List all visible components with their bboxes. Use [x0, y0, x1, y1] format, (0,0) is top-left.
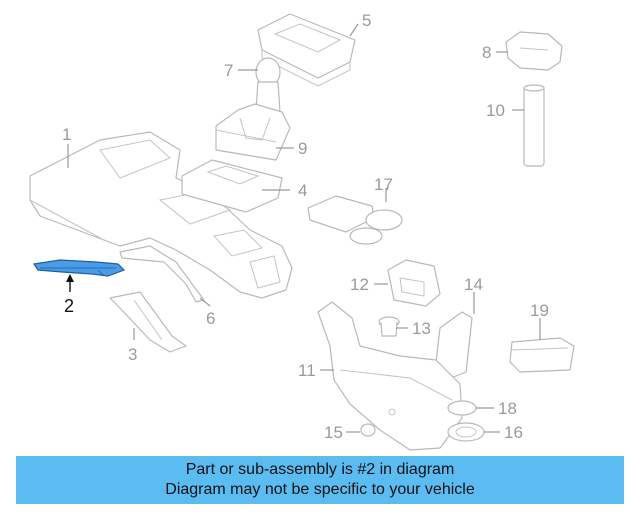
part-15-plug[interactable]: [360, 423, 376, 437]
callout-15: 15: [324, 423, 343, 442]
callout-2: 2: [64, 296, 74, 316]
callout-19: 19: [530, 301, 549, 320]
part-5-shift-plate[interactable]: [257, 13, 356, 87]
callout-7: 7: [224, 61, 233, 80]
part-18-clip[interactable]: [447, 400, 477, 416]
callout-18: 18: [498, 399, 517, 418]
part-11-rear-console[interactable]: [317, 301, 463, 451]
part-1-console[interactable]: [29, 131, 293, 299]
callout-9: 9: [298, 139, 307, 158]
part-3-bracket[interactable]: [109, 291, 187, 353]
part-2-highlighted-trim[interactable]: [32, 259, 126, 277]
callout-13: 13: [412, 319, 431, 338]
part-9-shift-boot[interactable]: [215, 103, 291, 161]
banner-line-2: Diagram may not be specific to your vehi…: [165, 481, 475, 498]
part-10-rod[interactable]: [523, 84, 545, 167]
banner-line-1: Part or sub-assembly is #2 in diagram: [185, 461, 455, 478]
part-6-trim-strip[interactable]: [119, 245, 205, 303]
callout-16: 16: [504, 423, 523, 442]
part-13-grommet[interactable]: [378, 316, 400, 337]
part-12-bracket[interactable]: [387, 259, 441, 307]
callout-numbers: 1 2 3 4 5 6 7 8 9 10 11 12 13 14 15 16 1…: [62, 11, 549, 442]
callout-3: 3: [128, 345, 137, 364]
part-19-block[interactable]: [509, 337, 575, 373]
callout-5: 5: [362, 11, 371, 30]
callout-11: 11: [298, 361, 316, 380]
callout-8: 8: [482, 43, 491, 62]
callout-4: 4: [298, 181, 307, 200]
part-8-knob[interactable]: [505, 31, 563, 71]
parts-diagram: 1 2 3 4 5 6 7 8 9 10 11 12 13 14 15 16 1…: [29, 11, 575, 451]
leader-lines: [66, 23, 541, 433]
info-banner: Part or sub-assembly is #2 in diagram Di…: [16, 456, 624, 504]
part-7-shift-knob[interactable]: [255, 57, 281, 113]
part-17-cup-holder[interactable]: [307, 195, 403, 245]
callout-14: 14: [464, 275, 483, 294]
callout-6: 6: [206, 309, 215, 328]
callout-1: 1: [62, 125, 71, 144]
part-4-trim-panel[interactable]: [181, 159, 283, 213]
part-16-ring[interactable]: [447, 422, 485, 442]
callout-12: 12: [350, 275, 369, 294]
callout-10: 10: [486, 101, 505, 120]
callout-17: 17: [374, 175, 393, 194]
